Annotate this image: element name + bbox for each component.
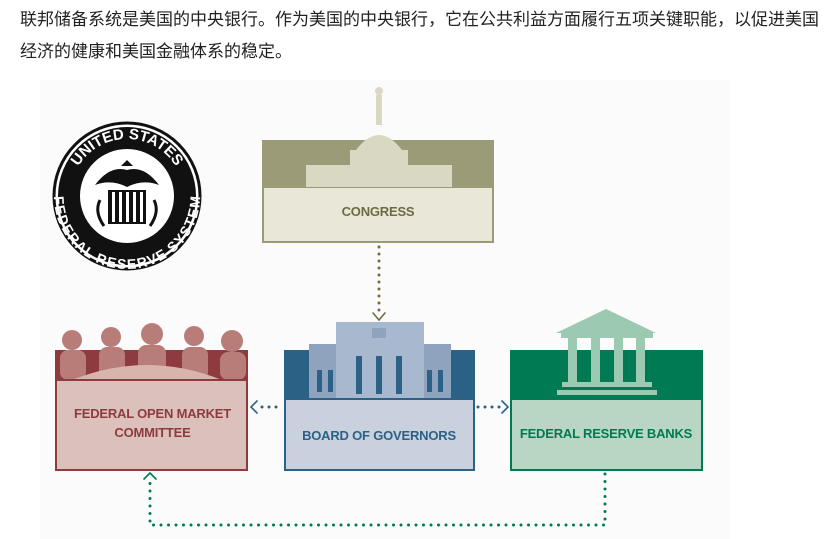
intro-paragraph: 联邦储备系统是美国的中央银行。作为美国的中央银行，它在公共利益方面履行五项关键职… (20, 10, 819, 62)
committee-people-icon (60, 323, 246, 380)
bank-building-icon (556, 309, 657, 395)
fomc-label: FEDERAL OPEN MARKET COMMITTEE (73, 406, 232, 440)
connectors (143, 245, 607, 527)
capitol-icon (306, 87, 452, 187)
banks-label: FEDERAL RESERVE BANKS (519, 425, 693, 441)
banks-box (510, 309, 703, 471)
board-label: BOARD OF GOVERNORS (302, 427, 456, 443)
eccles-building-icon (309, 322, 451, 400)
eagle-icon (95, 160, 159, 227)
congress-box (262, 87, 494, 243)
congress-label: CONGRESS (341, 203, 415, 219)
fomc-box (55, 323, 248, 471)
federal-reserve-seal: UNITED STATES FEDERAL RESERVE SYSTEM (50, 121, 204, 273)
board-box (284, 322, 475, 471)
